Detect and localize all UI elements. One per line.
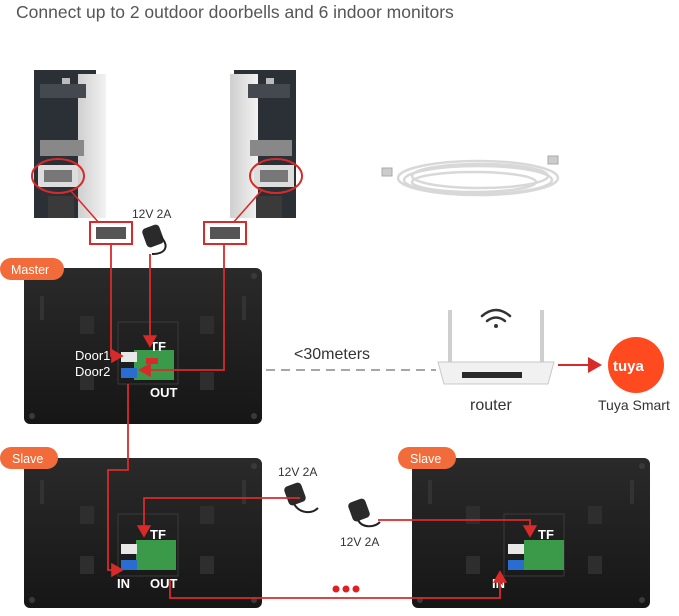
outdoor-doorbell-left	[31, 70, 106, 225]
wiring-lines	[107, 244, 538, 599]
power-label-bottom: 12V 2A	[340, 535, 379, 549]
router-label: router	[470, 397, 512, 414]
master-badge-label: Master	[11, 263, 49, 277]
tuya-logo: tuya	[608, 337, 664, 393]
doorbell-connector-closeup-left	[89, 221, 133, 245]
tuya-logo-text: tuya	[613, 358, 645, 375]
slave-left-in-label: IN	[117, 576, 130, 591]
distance-label: <30meters	[294, 346, 370, 363]
slave-left-badge: Slave	[0, 447, 58, 469]
chain-continuation-dots	[332, 585, 360, 593]
power-label-middle: 12V 2A	[278, 465, 317, 479]
monitor-slave-right	[412, 458, 650, 608]
tuya-caption: Tuya Smart	[598, 397, 670, 413]
power-adapter-icon	[348, 498, 381, 528]
slave-left-out-label: OUT	[150, 576, 178, 591]
slave-left-tf-label: TF	[150, 527, 166, 542]
master-badge: Master	[0, 258, 64, 280]
power-adapter-icon	[284, 482, 319, 514]
master-tf-label: TF	[150, 339, 166, 354]
power-label-top: 12V 2A	[132, 207, 171, 221]
master-door2-label: Door2	[75, 364, 110, 379]
outdoor-doorbell-right	[230, 70, 303, 225]
slave-right-badge: Slave	[398, 447, 456, 469]
slave-right-in-label: IN	[492, 576, 505, 591]
slave-right-badge-label: Slave	[410, 452, 441, 466]
monitor-master	[24, 268, 262, 424]
slave-left-badge-label: Slave	[12, 452, 43, 466]
wifi-icon	[480, 308, 512, 328]
master-door1-label: Door1	[75, 348, 110, 363]
cable-coil-icon	[381, 155, 560, 197]
headline: Connect up to 2 outdoor doorbells and 6 …	[16, 2, 454, 22]
monitor-slave-left	[24, 458, 262, 608]
master-out-label: OUT	[150, 385, 178, 400]
slave-right-tf-label: TF	[538, 527, 554, 542]
doorbell-connector-closeup-right	[203, 221, 247, 245]
power-adapter-icon	[142, 224, 167, 255]
router-device	[437, 310, 555, 385]
